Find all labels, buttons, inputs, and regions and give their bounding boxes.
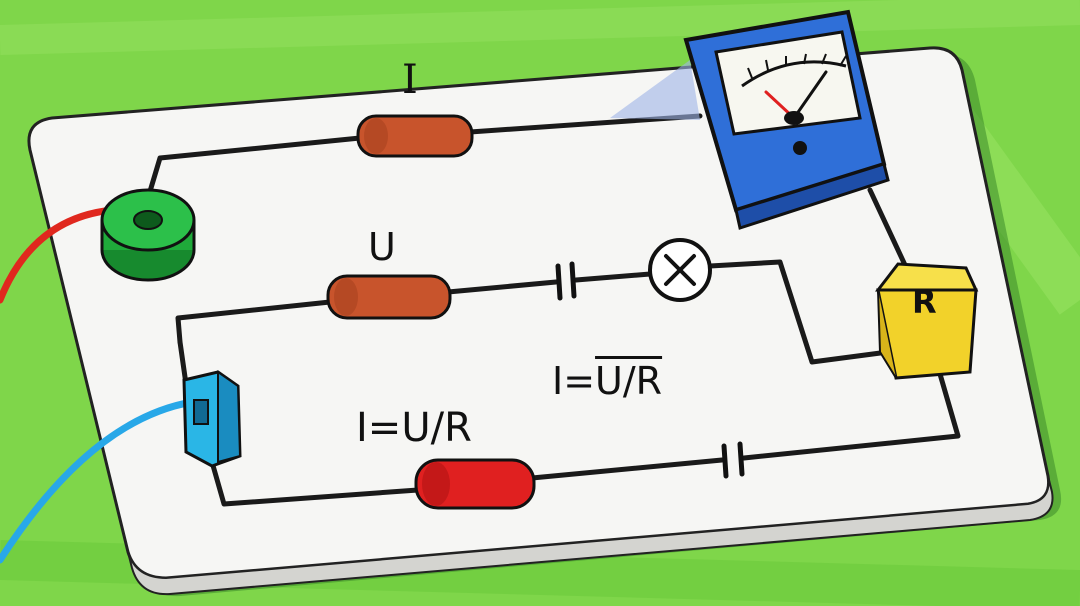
- capacitor-icon: [555, 261, 577, 301]
- blue-cable: [0, 398, 196, 564]
- ohms-law-formula: I=U/R: [356, 405, 472, 451]
- blue-terminal: [182, 370, 242, 468]
- resistor-middle: [326, 274, 452, 320]
- current-label: I: [402, 57, 418, 103]
- voltage-label: U: [368, 225, 396, 269]
- resistor-bottom: [414, 458, 536, 510]
- wire-left-down: [177, 339, 189, 387]
- resistance-box: [874, 262, 979, 380]
- resistor-top: [356, 114, 474, 158]
- ohms-law-overline-formula: I=U/R: [552, 362, 662, 400]
- green-terminal: [100, 188, 196, 282]
- formula-overline-body: U/R: [595, 359, 663, 403]
- resistance-label: R: [912, 283, 937, 321]
- wire-right-top: [867, 187, 908, 268]
- wire-bottom: [209, 371, 961, 507]
- wire-middle: [175, 259, 891, 365]
- formula-prefix: I=: [552, 359, 596, 403]
- analog-meter-icon: [610, 9, 890, 230]
- lamp-cross-icon: [648, 238, 712, 302]
- capacitor-icon: [721, 441, 745, 479]
